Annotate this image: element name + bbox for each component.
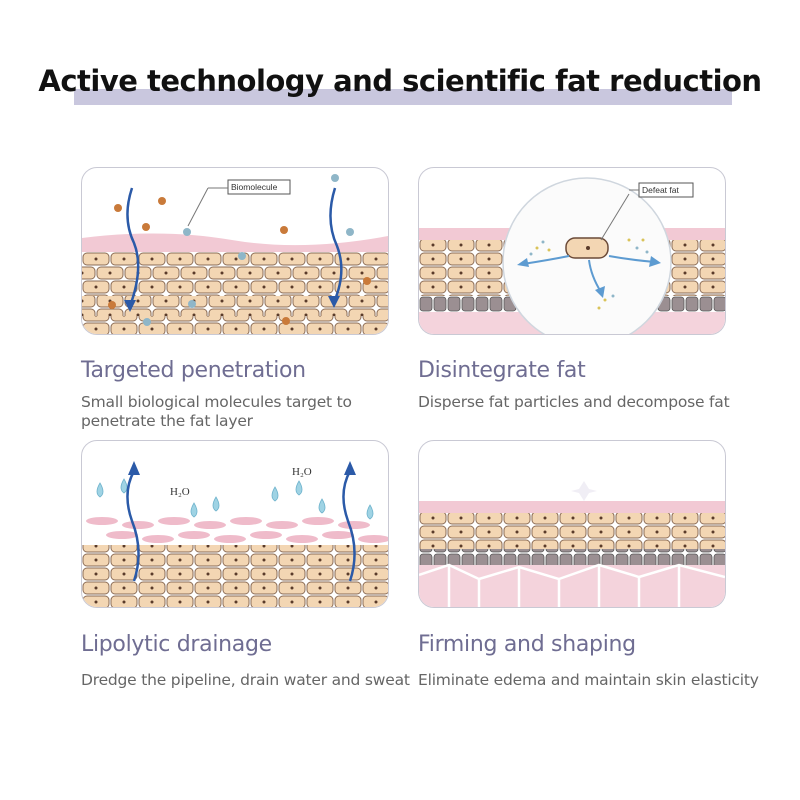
page-title: Active technology and scientific fat red… [38,64,762,98]
lipolytic-drainage-description: Dredge the pipeline, drain water and swe… [81,671,410,689]
title-underline-bar [74,89,732,105]
firming-shaping-heading: Firming and shaping [418,632,636,657]
firming-shaping-illustration [418,440,726,608]
disintegrate-fat-description: Disperse fat particles and decompose fat [418,393,730,411]
biomolecule-callout-label: Biomolecule [231,182,278,192]
disintegrate-fat-illustration: Defeat fat [418,167,726,335]
h2o-label-right: H₂O [292,466,312,478]
targeted-penetration-description: Small biological molecules target to pen… [81,393,352,430]
firming-shaping-description: Eliminate edema and maintain skin elasti… [418,671,759,689]
defeat-fat-callout-label: Defeat fat [642,185,679,195]
lipolytic-drainage-heading: Lipolytic drainage [81,632,272,657]
lipolytic-drainage-illustration: H₂O H₂O [81,440,389,608]
disintegrate-fat-heading: Disintegrate fat [418,358,586,383]
h2o-label-left: H₂O [170,486,190,498]
targeted-penetration-heading: Targeted penetration [81,358,306,383]
targeted-penetration-illustration: Biomolecule [81,167,389,335]
